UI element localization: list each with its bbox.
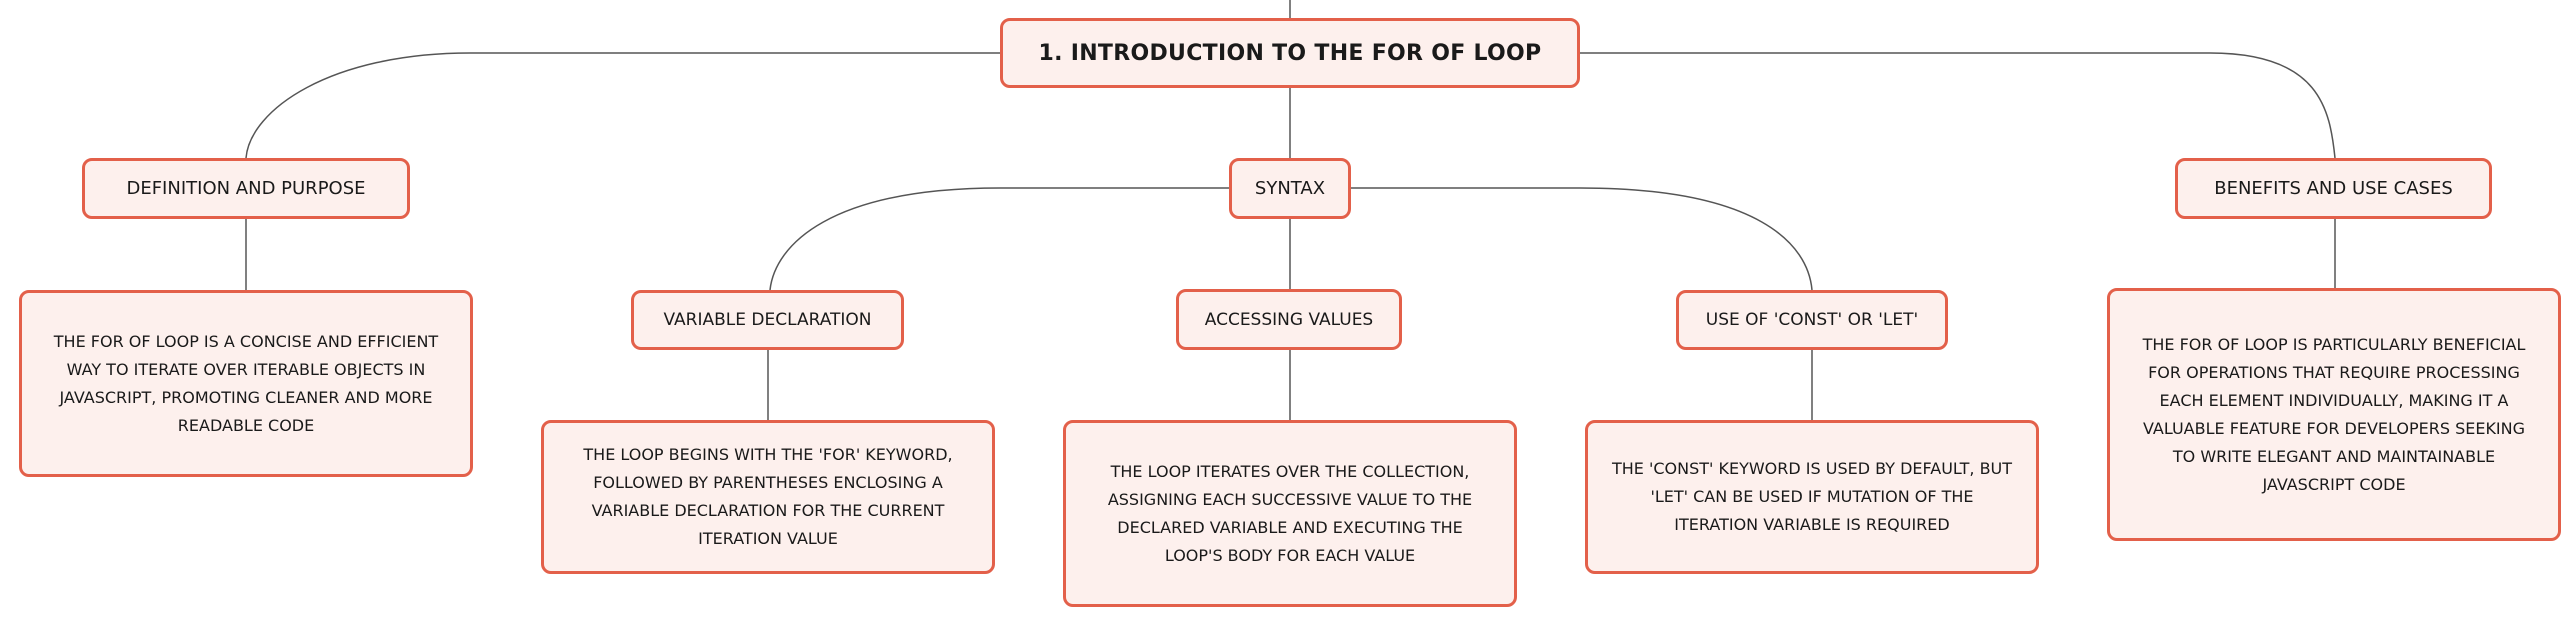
topic-syntax[interactable]: SYNTAX (1229, 158, 1351, 219)
connector-syntax-const (1350, 187, 1813, 291)
detail-definition-and-purpose[interactable]: THE FOR OF LOOP IS A CONCISE AND EFFICIE… (19, 290, 473, 477)
detail-text: THE FOR OF LOOP IS PARTICULARLY BENEFICI… (2142, 334, 2526, 494)
subtopic-label: VARIABLE DECLARATION (663, 310, 872, 330)
subtopic-accessing-values[interactable]: ACCESSING VALUES (1176, 289, 1402, 350)
detail-use-of-const-or-let[interactable]: THE 'CONST' KEYWORD IS USED BY DEFAULT, … (1585, 420, 2039, 574)
connector-syntax-variable (769, 187, 1230, 291)
detail-accessing-values[interactable]: THE LOOP ITERATES OVER THE COLLECTION, A… (1063, 420, 1517, 607)
detail-text: THE FOR OF LOOP IS A CONCISE AND EFFICIE… (53, 331, 439, 435)
connector-root-benefits (1580, 52, 2336, 159)
detail-text: THE LOOP ITERATES OVER THE COLLECTION, A… (1107, 461, 1473, 565)
subtopic-label: ACCESSING VALUES (1204, 309, 1374, 330)
detail-text: THE LOOP BEGINS WITH THE 'FOR' KEYWORD, … (583, 445, 953, 548)
subtopic-label: USE OF 'CONST' OR 'LET' (1705, 310, 1919, 330)
subtopic-use-of-const-or-let[interactable]: USE OF 'CONST' OR 'LET' (1676, 290, 1948, 350)
detail-variable-declaration[interactable]: THE LOOP BEGINS WITH THE 'FOR' KEYWORD, … (541, 420, 995, 574)
topic-label: SYNTAX (1254, 178, 1326, 199)
connector-root-definition (245, 52, 1000, 159)
topic-label: DEFINITION AND PURPOSE (126, 178, 366, 199)
root-node[interactable]: 1. INTRODUCTION TO THE FOR OF LOOP (1000, 18, 1580, 88)
root-node-label: 1. INTRODUCTION TO THE FOR OF LOOP (1038, 40, 1542, 66)
topic-label: BENEFITS AND USE CASES (2214, 178, 2453, 199)
topic-definition-and-purpose[interactable]: DEFINITION AND PURPOSE (82, 158, 410, 219)
detail-benefits-and-use-cases[interactable]: THE FOR OF LOOP IS PARTICULARLY BENEFICI… (2107, 288, 2561, 541)
detail-text: THE 'CONST' KEYWORD IS USED BY DEFAULT, … (1611, 459, 2013, 534)
subtopic-variable-declaration[interactable]: VARIABLE DECLARATION (631, 290, 904, 350)
topic-benefits-and-use-cases[interactable]: BENEFITS AND USE CASES (2175, 158, 2492, 219)
